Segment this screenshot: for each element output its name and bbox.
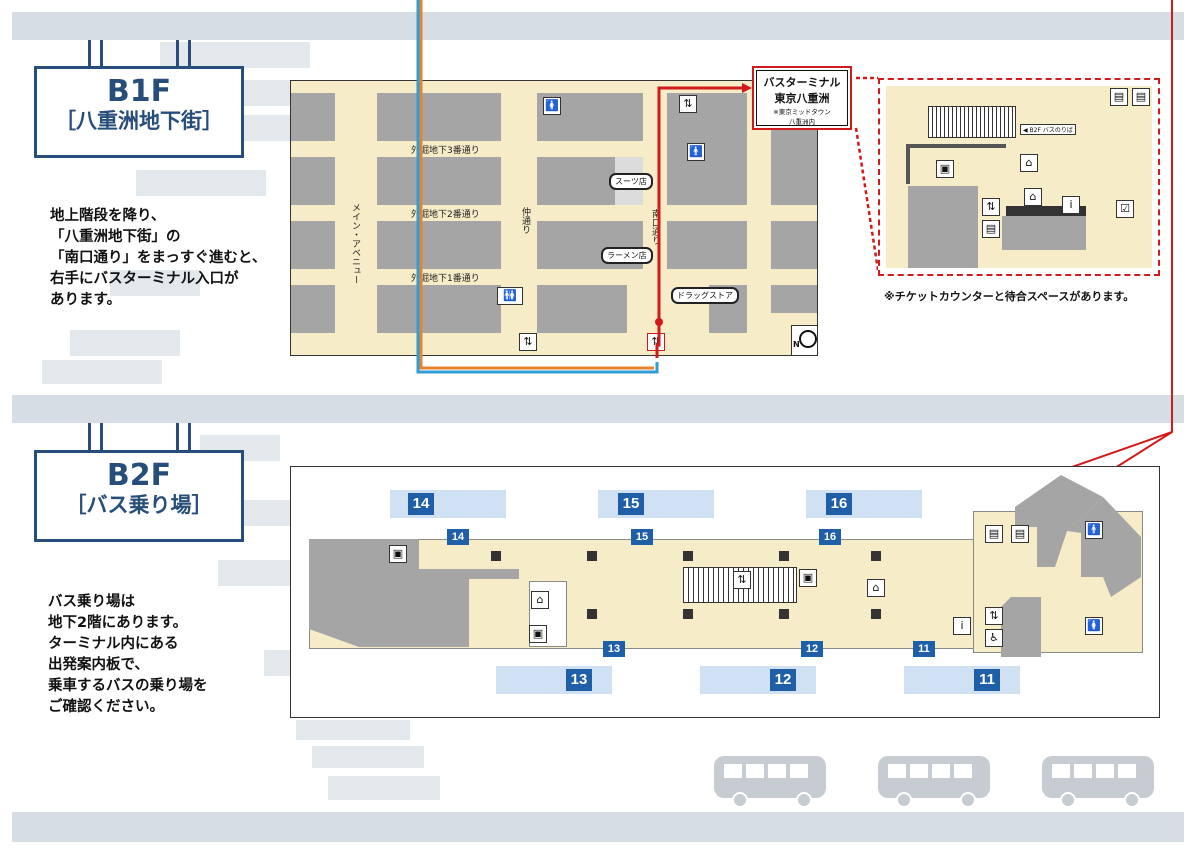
elevator-icon: ⇅ (679, 95, 697, 113)
b2f-map: ▣ ⌂ ▣ ⇅ ▣ ⌂ ▤ ▤ 🚹 i ⇅ ♿ 🚺 14 15 16 13 12… (290, 466, 1160, 718)
terminal-detail-panel: ◀ B2F バスのりば ▤ ▤ ▣ ⌂ ⇅ ⌂ i ☑ ▤ (878, 78, 1160, 276)
shop-suits: スーツ店 (609, 173, 653, 190)
bay-11[interactable]: 11 (904, 666, 1020, 694)
compass-n: N (793, 340, 800, 349)
street-label-3: 外堀地下3番通り (411, 146, 480, 156)
street-label-2: 外堀地下2番通り (411, 210, 480, 220)
terminal-sign-line4: 八重洲内 (789, 118, 815, 126)
b2f-east-blocks (1001, 475, 1141, 657)
bay-marker-12: 12 (801, 641, 823, 657)
info-icon: i (1062, 196, 1080, 214)
toilet-icon: 🚺 (543, 97, 561, 115)
bay-marker-15: 15 (631, 529, 653, 545)
b1f-description: 地上階段を降り、 「八重洲地下街」の 「南口通り」をまっすぐ進むと、 右手にバス… (50, 208, 267, 308)
compass: N (791, 325, 817, 355)
bus-info-icon: ▣ (389, 545, 407, 563)
bay-11-number: 11 (974, 669, 1000, 691)
escalator-icon: ⇅ (647, 333, 665, 351)
bay-marker-16: 16 (819, 529, 841, 545)
bay-marker-13: 13 (603, 641, 625, 657)
minamiguchi-street-label: 南口通り (650, 209, 660, 245)
wheelchair-icon: ♿ (985, 629, 1003, 647)
shop-ramen: ラーメン店 (601, 247, 653, 264)
waiting-area-icon: ⌂ (867, 579, 885, 597)
elevator-icon: ⇅ (985, 607, 1003, 625)
b1f-map: 外堀地下3番通り 外堀地下2番通り 外堀地下1番通り メイン・アベニュー 仲通り… (290, 80, 818, 356)
detail-sign: ◀ B2F バスのりば (1020, 124, 1076, 135)
b2f-post-right (176, 423, 179, 451)
bay-12-number: 12 (770, 669, 796, 691)
terminal-sign-line1: バスターミナル (763, 76, 841, 89)
main-avenue-label: メイン・アベニュー (350, 203, 360, 284)
info-icon: i (953, 617, 971, 635)
bay-14[interactable]: 14 (390, 490, 506, 518)
toilet-icon: 🚹 (687, 143, 705, 161)
shop-drugstore: ドラッグストア (671, 287, 739, 304)
bay-13-number: 13 (566, 669, 592, 691)
toilet-icon: 🚺 (1085, 617, 1103, 635)
waiting-area-icon: ⌂ (1020, 154, 1038, 172)
b2f-west-block (309, 539, 519, 647)
street-label-1: 外堀地下1番通り (411, 274, 480, 284)
b1f-post-left2 (88, 40, 91, 68)
b1f-label-box: B1F ［八重洲地下街］ (34, 66, 244, 158)
naka-street-label: 仲通り (520, 207, 530, 234)
escalator-icon: ⇅ (519, 333, 537, 351)
b1f-post-right2 (188, 40, 191, 68)
b1f-post-right (176, 40, 179, 68)
b2f-level: B2F (106, 458, 172, 493)
middle-band (12, 395, 1184, 423)
bay-15[interactable]: 15 (598, 490, 714, 518)
b1f-post-left (100, 40, 103, 68)
ticket-machine-icon: ▤ (1011, 525, 1029, 543)
escalator-icon: ⇅ (733, 571, 751, 589)
bus-silhouettes (714, 756, 1154, 808)
terminal-sign-line2: 東京八重洲 (774, 92, 830, 105)
b2f-post-left2 (100, 423, 103, 451)
bus-icon: ▣ (936, 160, 954, 178)
bus-icon (714, 756, 826, 808)
bay-14-number: 14 (408, 493, 434, 515)
b2f-label-box: B2F ［バス乗り場］ (34, 450, 244, 542)
ticket-machine-icon: ▤ (1110, 88, 1128, 106)
detail-note: ※チケットカウンターと待合スペースがあります。 (884, 290, 1135, 303)
bottom-band (12, 812, 1184, 842)
b2f-description: バス乗り場は 地下2階にあります。 ターミナル内にある 出発案内板で、 乗車する… (48, 594, 208, 715)
ticket-machine-icon: ▤ (1132, 88, 1150, 106)
top-band (12, 12, 1184, 40)
escalator-icon: ⇅ (982, 198, 1000, 216)
b1f-level: B1F (106, 74, 172, 109)
b1f-name: ［八重洲地下街］ (55, 109, 223, 133)
b2f-name: ［バス乗り場］ (65, 493, 213, 517)
ticket-machine-icon: ▤ (982, 220, 1000, 238)
bay-16-number: 16 (826, 493, 852, 515)
ticket-machine-icon: ▤ (985, 525, 1003, 543)
bay-12[interactable]: 12 (700, 666, 816, 694)
waiting-area-icon: ⌂ (531, 591, 549, 609)
bus-icon (878, 756, 990, 808)
waiting-area-icon: ⌂ (1024, 188, 1042, 206)
b2f-post-left (88, 423, 91, 451)
bay-16[interactable]: 16 (806, 490, 922, 518)
bay-13[interactable]: 13 (496, 666, 612, 694)
bay-15-number: 15 (618, 493, 644, 515)
bay-marker-14: 14 (447, 529, 469, 545)
bus-icon (1042, 756, 1154, 808)
bus-info-icon: ▣ (799, 569, 817, 587)
terminal-sign: バスターミナル 東京八重洲 ※東京ミッドタウン 八重洲内 (752, 66, 852, 130)
bay-marker-11: 11 (913, 641, 935, 657)
toilet-icon: 🚹 (1085, 521, 1103, 539)
terminal-sign-line3: ※東京ミッドタウン (773, 108, 831, 116)
b2f-post-right2 (188, 423, 191, 451)
toilet-icon: 🚻 (497, 287, 523, 305)
ticket-counter-icon: ☑ (1116, 200, 1134, 218)
bus-info-icon: ▣ (529, 625, 547, 643)
